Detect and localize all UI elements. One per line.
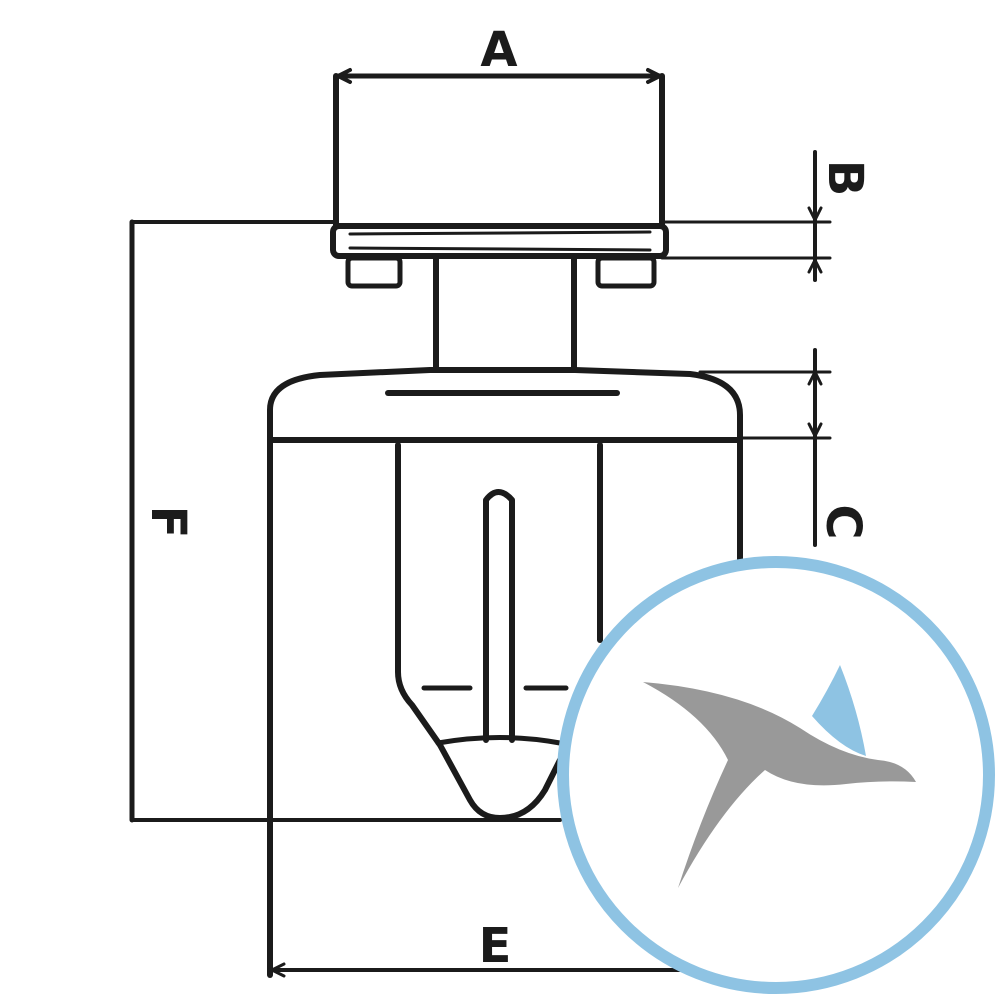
bird-icon [643, 682, 916, 888]
dimension-label-a: A [480, 22, 517, 78]
clip-head [330, 68, 669, 371]
wing-accent [812, 665, 866, 756]
dimension-f [129, 219, 562, 823]
dimension-b [660, 150, 832, 282]
dimension-c [698, 348, 832, 547]
brand-logo [557, 556, 995, 994]
clip-body [267, 367, 743, 978]
dimension-label-f: F [140, 506, 196, 539]
dimension-e [268, 962, 702, 978]
dimension-label-e: E [479, 918, 512, 974]
dimension-label-b: B [817, 160, 873, 197]
dimension-label-c: C [815, 504, 871, 539]
